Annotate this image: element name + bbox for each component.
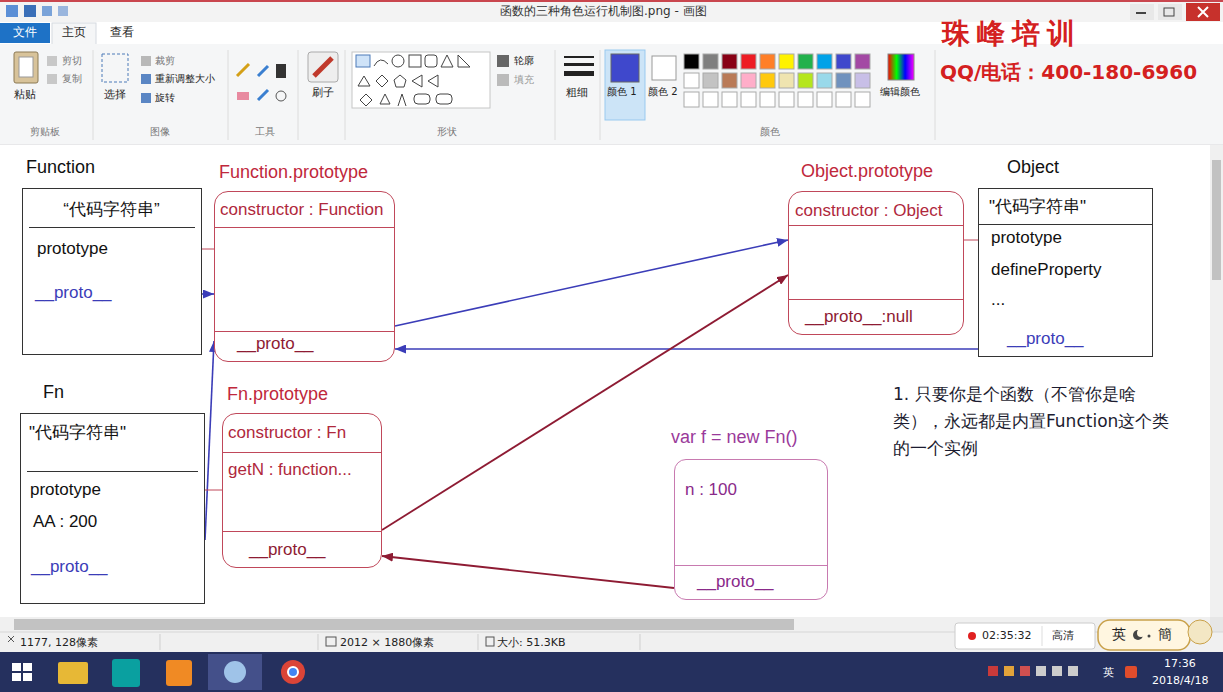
node-text: constructor : Object <box>795 201 942 221</box>
divider-line <box>979 224 1152 225</box>
node-text: prototype <box>30 480 101 500</box>
node-heading: Function.prototype <box>219 162 368 184</box>
ui-label: 编辑颜色 <box>880 86 920 99</box>
ui-label: 旋转 <box>155 92 175 105</box>
node-text: “代码字符串” <box>63 200 159 220</box>
divider-line <box>29 227 195 228</box>
ui-label: 高清 <box>1052 629 1074 643</box>
divider-line <box>27 471 198 472</box>
node-text: prototype <box>991 228 1062 248</box>
node-text: defineProperty <box>991 260 1102 280</box>
node-text: "代码字符串" <box>29 423 126 443</box>
ui-label: 填充 <box>514 74 534 87</box>
ui-label: 大小: 51.3KB <box>497 636 565 650</box>
ui-label: 粗细 <box>566 86 588 100</box>
ui-label: 复制 <box>62 73 82 86</box>
proto-arrow <box>382 275 788 530</box>
node-text: __proto__ <box>1007 329 1084 349</box>
ui-label: 颜色 2 <box>648 86 678 99</box>
node-heading: Object <box>1007 157 1059 179</box>
divider-line <box>789 299 963 300</box>
node-text: constructor : Fn <box>228 423 346 443</box>
proto-arrow <box>395 240 788 326</box>
brand-title: 珠 峰 培 训 <box>942 16 1075 51</box>
ui-label: 工具 <box>255 126 275 139</box>
ui-label: 查看 <box>110 25 134 40</box>
node-text: getN : function... <box>228 460 352 480</box>
ui-label: 形状 <box>437 126 457 139</box>
ui-label: 颜色 <box>760 126 780 139</box>
canvas-area <box>0 145 1223 632</box>
link-line <box>202 249 214 250</box>
instance-box: var f = new Fn()n : 100__proto__ <box>674 459 828 600</box>
ui-label: 刷子 <box>312 86 334 100</box>
divider-line <box>223 452 381 453</box>
note-text: 1. 只要你是个函数（不管你是啥类），永远都是内置Function这个类的一个实… <box>893 381 1185 463</box>
proto-arrow <box>202 293 214 295</box>
ui-label: 选择 <box>104 88 126 102</box>
node-heading: var f = new Fn() <box>671 427 798 449</box>
ui-label: 1177, 128像素 <box>20 636 98 650</box>
divider-line <box>789 225 963 226</box>
node-text: __proto__:null <box>805 307 913 327</box>
ui-label: 主页 <box>62 25 86 40</box>
ui-label: 重新调整大小 <box>155 73 215 86</box>
node-heading: Function <box>26 157 95 179</box>
ime-pill <box>1098 620 1212 650</box>
node-text: __proto__ <box>249 540 326 560</box>
recorder-pill <box>955 623 1095 649</box>
node-text: __proto__ <box>697 572 774 592</box>
ui-label: 2018/4/18 <box>1152 674 1208 688</box>
ui-label: 簡 <box>1158 626 1172 644</box>
brand-contact: QQ/电话：400-180-6960 <box>940 60 1197 85</box>
node-text: __proto__ <box>35 283 112 303</box>
divider-line <box>223 531 381 532</box>
ui-label: 英 <box>1112 626 1126 644</box>
ui-label: 函数的三种角色运行机制图.png - 画图 <box>500 4 707 19</box>
ui-label: 剪切 <box>62 55 82 68</box>
class-box: Object"代码字符串"prototypedefineProperty..._… <box>978 188 1153 357</box>
ui-label: 文件 <box>13 25 37 40</box>
divider-line <box>215 227 394 228</box>
ui-label: 剪贴板 <box>30 126 60 139</box>
node-text: n : 100 <box>685 480 737 500</box>
proto-arrow <box>382 556 674 588</box>
node-text: ... <box>991 290 1005 310</box>
ui-label: 粘贴 <box>14 88 36 102</box>
taskbar <box>0 652 1223 692</box>
class-box: Fn"代码字符串"prototypeAA : 200__proto__ <box>20 413 205 604</box>
ribbon <box>0 44 1223 145</box>
ui-label: 2012 × 1880像素 <box>340 636 434 650</box>
node-heading: Fn.prototype <box>227 384 328 406</box>
prototype-box: Function.prototypeconstructor : Function… <box>214 191 395 362</box>
prototype-box: Fn.prototypeconstructor : FngetN : funct… <box>222 413 382 568</box>
node-text: __proto__ <box>31 557 108 577</box>
color-palette <box>684 54 870 107</box>
ui-label: 英 <box>1103 666 1114 680</box>
link-line <box>205 490 222 491</box>
node-text: prototype <box>37 239 108 259</box>
proto-arrow <box>395 348 978 350</box>
ui-label: 02:35:32 <box>982 629 1031 643</box>
node-text: AA : 200 <box>33 512 97 532</box>
link-line <box>964 240 978 241</box>
node-heading: Object.prototype <box>801 161 933 183</box>
proto-arrow <box>205 341 214 540</box>
node-text: __proto__ <box>237 334 314 354</box>
ui-label: 图像 <box>150 126 170 139</box>
prototype-box: Object.prototypeconstructor : Object__pr… <box>788 191 964 335</box>
node-text: constructor : Function <box>220 200 383 220</box>
divider-line <box>675 565 827 566</box>
node-text: "代码字符串" <box>989 197 1086 217</box>
class-box: Function“代码字符串”prototype__proto__ <box>22 188 202 355</box>
ui-label: 裁剪 <box>155 55 175 68</box>
ui-label: 颜色 1 <box>607 86 637 99</box>
node-heading: Fn <box>43 382 64 404</box>
ui-label: 17:36 <box>1164 657 1196 671</box>
ui-label: 轮廓 <box>514 55 534 68</box>
divider-line <box>215 331 394 332</box>
